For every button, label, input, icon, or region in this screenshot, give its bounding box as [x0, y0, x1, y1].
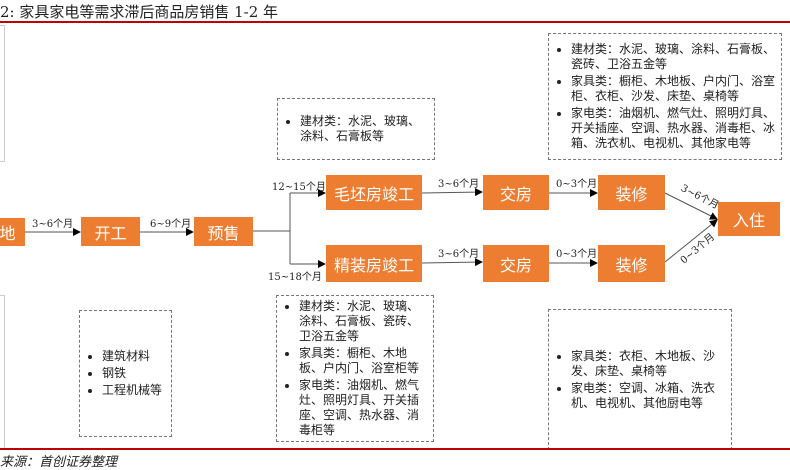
partial-box — [0, 25, 5, 162]
top-rule — [0, 21, 790, 23]
node-finished-completion: 精装房竣工 — [326, 245, 422, 282]
duration-label: 3~6个月 — [438, 249, 480, 260]
materials-box-decoration: 建材类：水泥、玻璃、涂料、石膏板、瓷砖、卫浴五金等家具类：橱柜、木地板、户内门、… — [548, 33, 782, 160]
node-start: 开工 — [81, 217, 140, 246]
list-item: 家具类：橱柜、木地板、户内门、浴室柜、衣柜、沙发、床垫、桌椅等 — [571, 74, 775, 104]
materials-box-finished: 建材类：水泥、玻璃、涂料、石膏板、瓷砖、卫浴五金等家具类：橱柜、木地板、户内门、… — [276, 295, 434, 442]
duration-label: 0~3个月 — [556, 249, 598, 260]
node-land: 地 — [0, 218, 25, 246]
node-decoration-2: 装修 — [598, 245, 665, 282]
list-item: 建材类：水泥、玻璃、涂料、石膏板、瓷砖、卫浴五金等 — [571, 42, 775, 72]
list-item: 家电类：油烟机、燃气灶、照明灯具、开关插座、空调、热水器、消毒柜、冰箱、洗衣机、… — [571, 106, 775, 151]
node-move-in: 入住 — [718, 202, 780, 236]
list-item: 钢铁 — [102, 366, 165, 381]
node-handover-1: 交房 — [483, 175, 549, 210]
list-item: 家具类：橱柜、木地板、户内门、浴室柜等 — [299, 346, 427, 376]
duration-label: 12~15个月 — [272, 182, 326, 193]
list-item: 建材类：水泥、玻璃、涂料、石膏板、瓷砖、卫浴五金等 — [299, 299, 427, 344]
duration-label: 6~9个月 — [150, 219, 192, 230]
list-item: 家电类：空调、冰箱、洗衣机、电视机、其他厨电等 — [571, 381, 725, 411]
node-presale: 预售 — [194, 217, 253, 246]
duration-label: 3~6个月 — [438, 179, 480, 190]
source-note: 来源：首创证券整理 — [0, 455, 118, 470]
materials-box-start: 建筑材料钢铁工程机械等 — [79, 310, 172, 437]
list-item: 家电类：油烟机、燃气灶、照明灯具、开关插座、空调、热水器、消毒柜等 — [299, 378, 427, 438]
figure-title: 2: 家具家电等需求滞后商品房销售 1-2 年 — [0, 3, 279, 21]
list-item: 建材类：水泥、玻璃、涂料、石膏板等 — [300, 114, 428, 144]
node-rough-completion: 毛坯房竣工 — [326, 175, 422, 210]
node-decoration-1: 装修 — [598, 175, 665, 210]
list-item: 家具类：衣柜、木地板、沙发、床垫、桌椅等 — [571, 349, 725, 379]
duration-label: 15~18个月 — [268, 272, 322, 283]
duration-label: 3~6个月 — [32, 219, 74, 230]
materials-box-decoration-finished: 家具类：衣柜、木地板、沙发、床垫、桌椅等家电类：空调、冰箱、洗衣机、电视机、其他… — [548, 309, 732, 450]
materials-box-rough: 建材类：水泥、玻璃、涂料、石膏板等 — [277, 98, 435, 160]
duration-label: 0~3个月 — [556, 179, 598, 190]
list-item: 建筑材料 — [102, 349, 165, 364]
connectors — [25, 188, 718, 268]
bottom-rule — [0, 448, 790, 450]
list-item: 工程机械等 — [102, 383, 165, 398]
node-handover-2: 交房 — [483, 245, 549, 282]
